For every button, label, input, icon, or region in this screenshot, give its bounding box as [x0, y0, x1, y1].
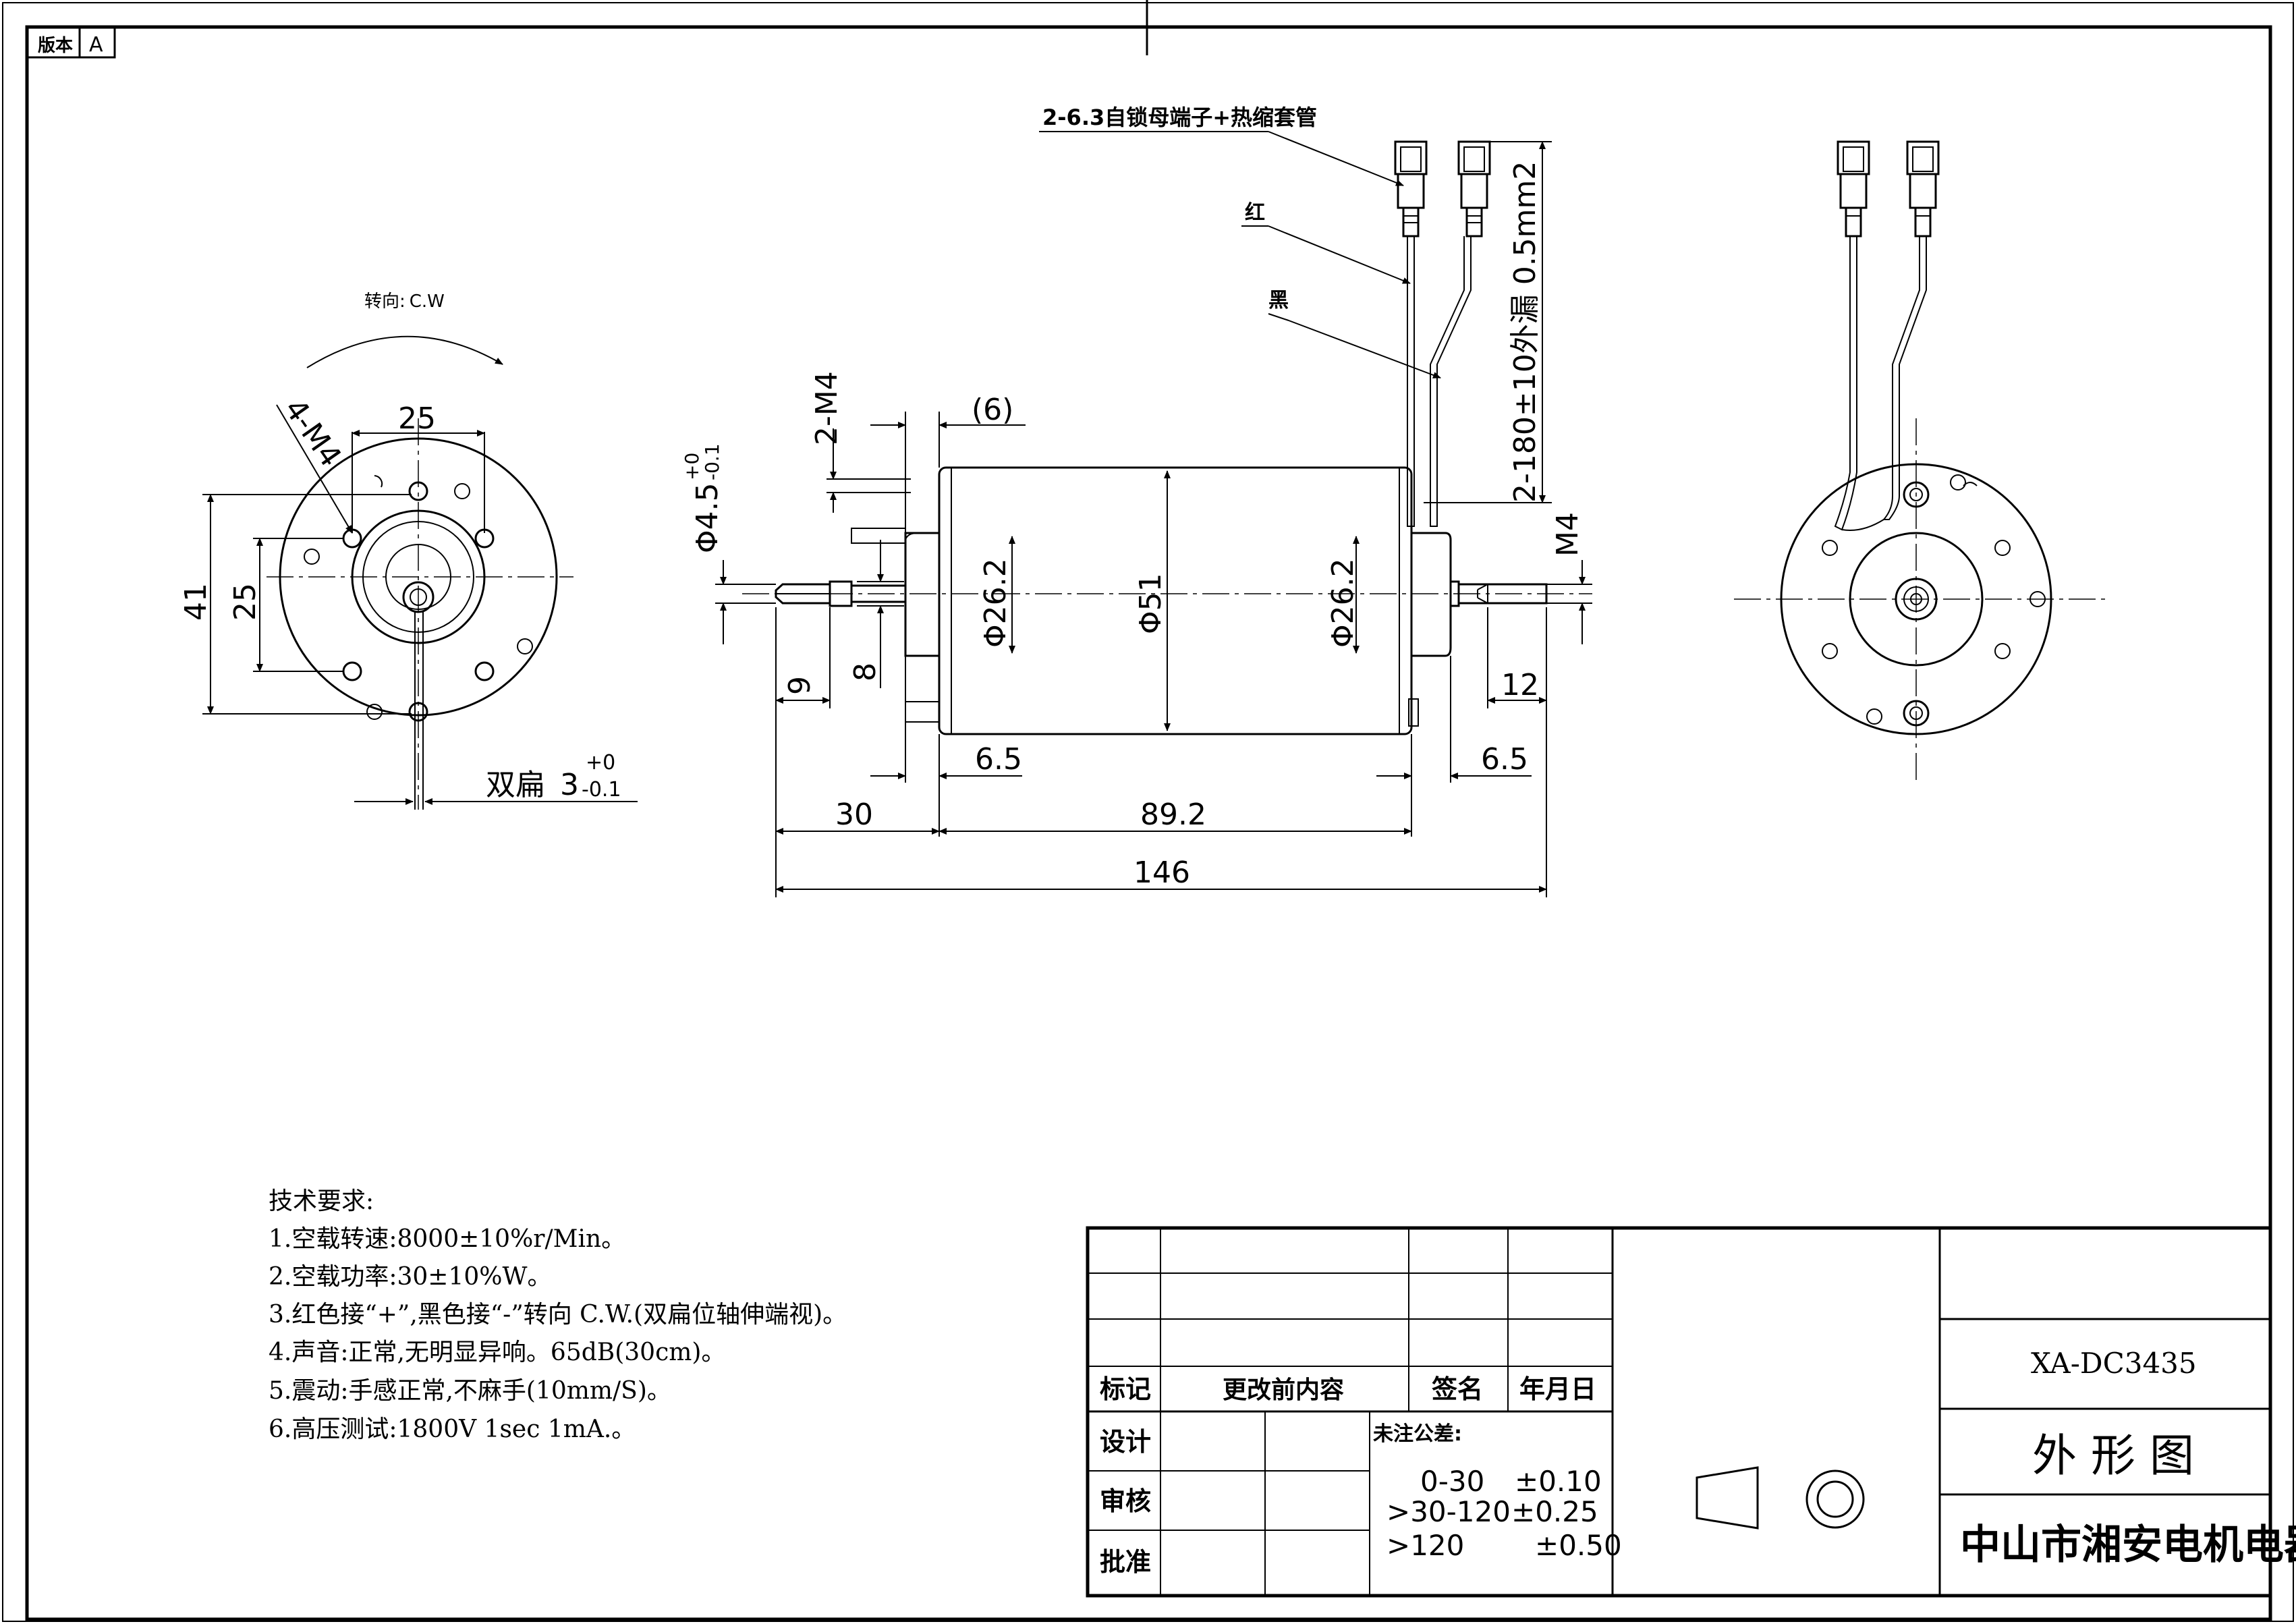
dim-shaft-tol-up: +0 — [681, 453, 703, 480]
rotation-arrow — [306, 335, 503, 368]
tech-title: 技术要求: — [269, 1187, 374, 1215]
dim-146: 146 — [1133, 856, 1190, 890]
dim-4-m4: 4-M4 — [277, 393, 348, 473]
rear-terminal-left — [1837, 140, 1870, 237]
revision-value: A — [89, 33, 103, 57]
tb-model: XA-DC3435 — [2031, 1347, 2197, 1380]
dim-25-side: 25 — [228, 583, 262, 621]
revision-box: 版本 A — [26, 26, 116, 59]
tech-item-2: 2.空载功率:30±10%W。 — [269, 1263, 551, 1291]
inner-frame — [25, 25, 2272, 1621]
dim-6-paren: (6) — [972, 393, 1013, 427]
dim-6-5-right: 6.5 — [1481, 742, 1528, 777]
tol-value-1: ±0.10 — [1515, 1465, 1602, 1498]
dim-25-top: 25 — [398, 401, 436, 436]
tb-col-date: 年月日 — [1519, 1374, 1596, 1404]
tol-value-2: ±0.25 — [1511, 1495, 1598, 1528]
tol-value-3: ±0.50 — [1535, 1529, 1622, 1562]
tech-item-3: 3.红色接“+”,黑色接“-”转向 C.W.(双扁位轴伸端视)。 — [269, 1301, 847, 1328]
dim-boss-front: Φ26.2 — [978, 558, 1013, 648]
dim-flat-tol-up: +0 — [586, 751, 615, 775]
dim-8: 8 — [848, 663, 883, 681]
rotation-label: 转向:C.W — [364, 291, 445, 312]
tech-item-5: 5.震动:手感正常,不麻手(10mm/S)。 — [269, 1377, 671, 1405]
end-plate-circle — [279, 437, 558, 717]
tb-col-mark: 标记 — [1100, 1374, 1151, 1404]
terminal-right — [1457, 140, 1491, 237]
dim-2-m4: 2-M4 — [810, 371, 844, 445]
dim-m4-rear: M4 — [1550, 512, 1585, 557]
tb-col-change: 更改前内容 — [1223, 1376, 1344, 1404]
callout-red: 红 — [1245, 201, 1265, 225]
tb-company: 中山市湘安电机电器 — [1960, 1521, 2296, 1569]
tech-item-4: 4.声音:正常,无明显异响。65dB(30cm)。 — [269, 1339, 725, 1366]
tb-tolerance-title: 未注公差: — [1373, 1422, 1462, 1446]
rear-terminal-right — [1906, 140, 1940, 237]
callout-terminal: 2-6.3自锁母端子+热缩套管 — [1042, 105, 1317, 130]
terminal-left — [1394, 140, 1428, 237]
dim-flat-tol-down: -0.1 — [582, 778, 621, 802]
tb-row-review: 审核 — [1100, 1486, 1151, 1516]
dim-41: 41 — [179, 583, 213, 621]
projection-circle-icon — [1805, 1469, 1865, 1529]
callout-black: 黑 — [1268, 289, 1289, 312]
dim-89-2: 89.2 — [1140, 797, 1206, 832]
dim-shaft-dia: Φ4.5 — [690, 482, 725, 553]
side-view: 2-6.3自锁母端子+热缩套管 红 黑 2-180±10外漏 0.5mm2 2-… — [681, 105, 1592, 897]
dim-boss-rear: Φ26.2 — [1326, 558, 1360, 648]
dim-flat-value: 3 — [560, 768, 579, 802]
title-block: 标记 更改前内容 签名 年月日 设计 审核 批准 未注公差: 0-30 ±0.1… — [1086, 1226, 2296, 1598]
dim-body-dia: Φ51 — [1133, 573, 1168, 634]
dim-shaft-tol-down: -0.1 — [701, 443, 723, 480]
rear-end-view — [1734, 140, 2105, 783]
dim-6-5-left: 6.5 — [975, 742, 1022, 777]
tol-range-2: >30-120 — [1387, 1495, 1511, 1528]
projection-cone-icon — [1696, 1466, 1759, 1530]
tb-row-approve: 批准 — [1100, 1547, 1151, 1577]
tech-item-6: 6.高压测试:1800V 1sec 1mA.。 — [269, 1416, 636, 1443]
revision-label: 版本 — [37, 36, 73, 56]
tb-col-sign: 签名 — [1432, 1374, 1483, 1404]
tb-drawing-name: 外 形 图 — [2032, 1430, 2194, 1482]
front-end-view: 转向:C.W 4-M4 25 41 — [179, 291, 638, 810]
dim-wire-spec: 2-180±10外漏 0.5mm2 — [1508, 161, 1542, 503]
dim-9: 9 — [783, 676, 817, 695]
tech-item-1: 1.空载转速:8000±10%r/Min。 — [269, 1225, 625, 1253]
tol-range-1: 0-30 — [1420, 1465, 1484, 1498]
dim-flat-label: 双扁 — [486, 768, 545, 802]
dim-12: 12 — [1501, 668, 1539, 702]
tb-row-design: 设计 — [1100, 1427, 1151, 1457]
tol-range-3: >120 — [1387, 1529, 1464, 1562]
dim-30: 30 — [835, 797, 873, 832]
tech-requirements: 技术要求: 1.空载转速:8000±10%r/Min。 2.空载功率:30±10… — [269, 1187, 847, 1443]
